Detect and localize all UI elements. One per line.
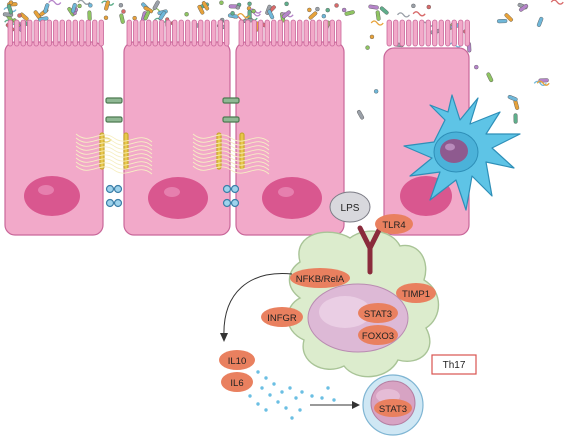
junction-left (99, 97, 129, 208)
timp1-label: TIMP1 (402, 289, 430, 300)
nfkb-label: NFKB/RelA (296, 274, 345, 285)
macrophage (287, 230, 440, 378)
lps-label: LPS (341, 203, 360, 214)
th17-label: Th17 (443, 360, 466, 371)
dendritic-cell (403, 94, 521, 211)
tlr4-oval: TLR4 (375, 214, 413, 234)
infgr-label: INFGR (267, 313, 297, 324)
th17-target-cell: STAT3 (362, 374, 424, 436)
stat3-label: STAT3 (364, 309, 392, 320)
foxo3-oval: FOXO3 (358, 325, 398, 345)
tlr4-receptor (357, 225, 383, 275)
cell-junctions (75, 97, 270, 208)
il10-oval: IL10 (219, 350, 255, 370)
cytoskeleton-filaments (75, 133, 270, 175)
epithelial-cell-3 (235, 41, 345, 236)
timp1-oval: TIMP1 (396, 283, 436, 303)
il6-label: IL6 (230, 378, 243, 389)
il10-label: IL10 (228, 356, 247, 367)
target-stat3-label: STAT3 (379, 404, 407, 415)
epithelial-cell-2 (123, 41, 231, 236)
cytokine-particles (248, 370, 336, 420)
foxo3-label: FOXO3 (362, 331, 394, 342)
stat3-oval: STAT3 (358, 303, 398, 323)
il6-oval: IL6 (221, 372, 253, 392)
nfkb-oval: NFKB/RelA (290, 268, 350, 288)
microvilli (7, 19, 470, 47)
nfkb-signal-arrow (220, 273, 293, 342)
epithelial-layer (4, 19, 470, 236)
tlr4-label: TLR4 (382, 220, 405, 231)
infgr-oval: INFGR (261, 307, 303, 327)
th17-box: Th17 (431, 354, 477, 375)
lps-molecule: LPS (329, 191, 371, 223)
signal-arrow-to-target (310, 401, 360, 409)
